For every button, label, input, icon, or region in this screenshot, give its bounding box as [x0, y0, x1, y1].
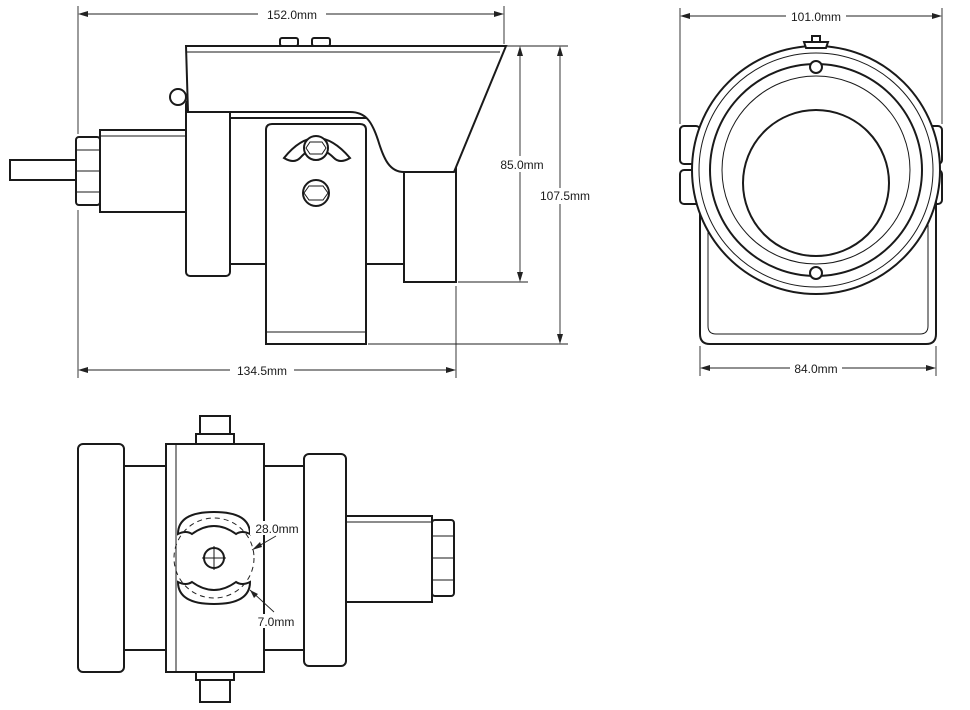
dim-label-107: 107.5mm	[540, 189, 590, 203]
side-front-bezel	[403, 167, 457, 283]
side-sun-shield	[184, 45, 508, 173]
dim-label-28: 28.0mm	[255, 522, 298, 536]
dim-side-body-length: 134.5mm	[77, 210, 457, 378]
front-screw-bottom	[809, 266, 823, 280]
side-cap-knob	[169, 88, 187, 106]
bottom-cable-gland	[431, 519, 455, 597]
bottom-front-disk	[303, 453, 347, 667]
dim-label-84: 84.0mm	[794, 362, 837, 376]
dim-side-housing-height: 85.0mm	[458, 45, 548, 283]
bottom-view: 28.0mm 7.0mm	[77, 415, 455, 703]
dim-front-total-width: 101.0mm	[679, 8, 943, 124]
side-view: 152.0mm 85.0mm 107.5mm	[9, 6, 596, 378]
bottom-rear-disk	[77, 443, 125, 673]
dim-side-total-height: 107.5mm	[368, 45, 596, 345]
dim-front-base-width: 84.0mm	[699, 346, 937, 376]
side-rear-cap	[185, 99, 231, 277]
front-view: 101.0mm 84.0mm	[679, 8, 943, 376]
bottom-bottom-stud	[195, 671, 235, 703]
dim-label-7: 7.0mm	[258, 615, 295, 629]
side-cable-gland	[75, 129, 187, 213]
dim-bottom-slot-width: 7.0mm	[249, 589, 300, 629]
front-lens	[742, 109, 890, 257]
dim-side-total-length: 152.0mm	[77, 6, 505, 134]
dim-label-134: 134.5mm	[237, 364, 287, 378]
dim-label-101: 101.0mm	[791, 10, 841, 24]
side-cable	[9, 159, 77, 181]
dim-bottom-arc-diameter: 28.0mm	[250, 521, 302, 551]
side-mount-bracket	[265, 123, 367, 345]
bottom-mount-slots	[173, 510, 255, 606]
bottom-top-stud	[195, 415, 235, 445]
side-shield-screws	[279, 37, 331, 47]
dim-label-85: 85.0mm	[500, 158, 543, 172]
front-screw-top	[809, 60, 823, 74]
dim-label-152: 152.0mm	[267, 8, 317, 22]
